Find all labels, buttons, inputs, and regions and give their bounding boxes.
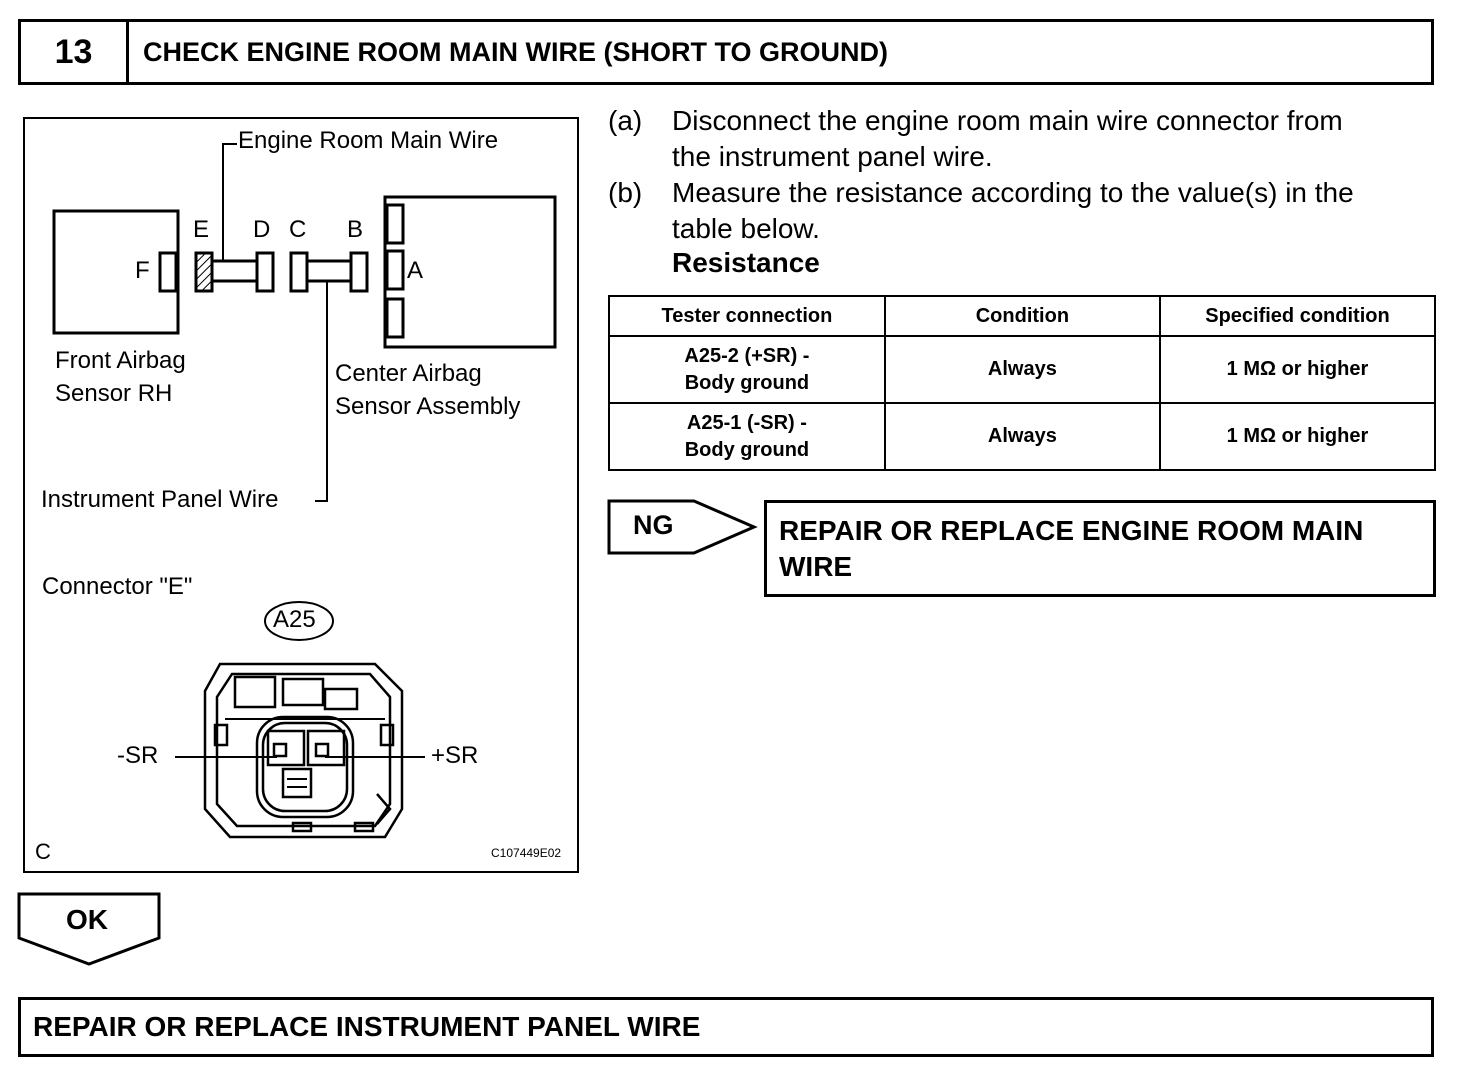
connector-b <box>349 251 369 293</box>
table-header-row: Tester connection Condition Specified co… <box>608 295 1437 337</box>
label-connector-e-title: Connector "E" <box>42 573 193 600</box>
cell-condition: Always <box>883 335 1161 404</box>
ok-arrow-icon <box>17 892 161 966</box>
label-front-airbag-line2: Sensor RH <box>55 380 173 407</box>
header-condition: Condition <box>883 295 1161 337</box>
cell-tester-connection: A25-2 (+SR) - Body ground <box>608 335 886 404</box>
table-row: A25-2 (+SR) - Body ground Always 1 MΩ or… <box>608 335 1437 404</box>
label-connector-e: E <box>193 216 210 243</box>
connector-c <box>289 251 309 293</box>
label-center-airbag-line1: Center Airbag <box>335 360 482 387</box>
label-connector-id: A25 <box>273 606 316 633</box>
connector-a-bottom <box>385 297 405 339</box>
instruction-b-line2: table below. <box>672 213 820 244</box>
connection-line1: A25-2 (+SR) - <box>684 344 810 367</box>
table-row: A25-1 (-SR) - Body ground Always 1 MΩ or… <box>608 402 1437 471</box>
ok-result-box: REPAIR OR REPLACE INSTRUMENT PANEL WIRE <box>18 997 1434 1057</box>
center-airbag-sensor-box <box>383 195 557 349</box>
label-center-airbag-line2: Sensor Assembly <box>335 393 521 420</box>
connector-f <box>158 251 178 293</box>
step-header: 13 CHECK ENGINE ROOM MAIN WIRE (SHORT TO… <box>18 19 1434 85</box>
label-instrument-panel-wire: Instrument Panel Wire <box>41 486 279 513</box>
instrument-panel-wire-harness <box>305 259 353 283</box>
connection-line2: Body ground <box>684 371 810 394</box>
wiring-diagram: Engine Room Main Wire F E D C B A Front … <box>23 117 579 873</box>
instruction-b-tag: (b) <box>608 177 643 208</box>
connection-line2: Body ground <box>684 438 810 461</box>
ok-label: OK <box>66 904 108 935</box>
figure-code: C107449E02 <box>491 846 562 860</box>
header-tester-connection: Tester connection <box>608 295 886 337</box>
ng-result-line1: REPAIR OR REPLACE ENGINE ROOM MAIN <box>779 515 1364 546</box>
step-number: 13 <box>21 22 129 82</box>
connector-d <box>255 251 275 293</box>
instruction-a-line2: the instrument panel wire. <box>672 141 993 172</box>
connector-a-mid <box>385 249 405 291</box>
resistance-title: Resistance <box>672 247 820 278</box>
label-minus-sr: -SR <box>117 742 159 769</box>
connector-a25-face <box>203 662 404 839</box>
instruction-b-line1: Measure the resistance according to the … <box>672 177 1354 208</box>
instruction-a-line1: Disconnect the engine room main wire con… <box>672 105 1343 136</box>
label-connector-a: A <box>407 257 424 284</box>
ng-arrow-icon <box>607 499 758 555</box>
ng-label: NG <box>633 510 674 540</box>
label-connector-d: D <box>253 216 271 243</box>
label-corner-c: C <box>35 839 51 864</box>
label-connector-c: C <box>289 216 307 243</box>
cell-specified: 1 MΩ or higher <box>1158 402 1437 471</box>
label-plus-sr: +SR <box>431 742 479 769</box>
label-connector-b: B <box>347 216 364 243</box>
label-front-airbag-line1: Front Airbag <box>55 347 186 374</box>
cell-specified: 1 MΩ or higher <box>1158 335 1437 404</box>
label-connector-f: F <box>135 257 150 284</box>
engine-room-main-wire-harness <box>210 259 259 283</box>
label-engine-room-main-wire: Engine Room Main Wire <box>238 127 499 154</box>
ng-result-line2: WIRE <box>779 551 853 582</box>
cell-tester-connection: A25-1 (-SR) - Body ground <box>608 402 886 471</box>
resistance-table: Tester connection Condition Specified co… <box>608 295 1437 471</box>
wiring-diagram-graphic <box>52 143 557 839</box>
cell-condition: Always <box>883 402 1161 471</box>
connector-id-oval <box>264 601 334 641</box>
connection-line1: A25-1 (-SR) - <box>686 411 807 434</box>
connector-e <box>194 251 214 293</box>
front-airbag-sensor-box <box>52 209 180 335</box>
step-title: CHECK ENGINE ROOM MAIN WIRE (SHORT TO GR… <box>143 36 888 67</box>
connector-a-top <box>385 203 405 245</box>
ng-result-box: REPAIR OR REPLACE ENGINE ROOM MAIN WIRE <box>764 500 1436 597</box>
header-specified-condition: Specified condition <box>1158 295 1437 337</box>
instruction-a-tag: (a) <box>608 105 643 136</box>
